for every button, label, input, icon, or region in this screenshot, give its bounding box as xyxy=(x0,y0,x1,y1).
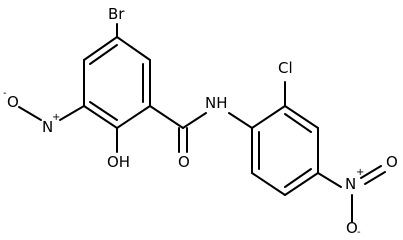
bond-a6 xyxy=(83,36,118,61)
atom-labels: Br O - N + OH O NH Cl N + O - O xyxy=(3,5,398,237)
bond-b2 xyxy=(284,105,319,129)
atom-oh: OH xyxy=(107,153,130,171)
atom-o-right-top: O xyxy=(386,153,398,171)
atom-cl: Cl xyxy=(278,59,293,77)
bond-b2-inner xyxy=(284,113,312,133)
atom-nh: NH xyxy=(205,94,228,112)
atom-n-right: N xyxy=(345,175,356,193)
charge-n-right: + xyxy=(356,167,364,178)
bond-a4 xyxy=(83,105,118,129)
atom-n-left: N xyxy=(42,118,53,136)
bond-c-n-left xyxy=(59,105,85,121)
charge-n-left: + xyxy=(52,112,60,123)
bond-c-n-right xyxy=(317,172,342,188)
bond-ring-carbonyl xyxy=(149,105,184,129)
atom-br: Br xyxy=(108,5,125,23)
bond-b5 xyxy=(251,172,286,196)
bond-b4-inner xyxy=(284,168,312,188)
bond-a4-inner xyxy=(89,101,118,121)
bond-a6-inner xyxy=(89,44,118,65)
bond-a3 xyxy=(116,105,151,129)
atom-o-minus-right: O xyxy=(346,219,358,237)
bond-n-o-right-top-a xyxy=(360,165,382,179)
charge-o-minus-right: - xyxy=(357,227,361,237)
bond-n-o-left-single xyxy=(18,106,42,121)
bond-b1 xyxy=(251,105,286,129)
bonds xyxy=(18,23,386,223)
bond-n-o-right-top-b xyxy=(364,171,386,185)
bond-a1 xyxy=(116,36,151,61)
bond-c-nh xyxy=(182,112,207,129)
bond-b4 xyxy=(284,172,319,196)
bond-nh-ring xyxy=(228,112,253,129)
atom-o-amide: O xyxy=(178,153,190,171)
charge-o-minus-left: - xyxy=(3,88,7,99)
atom-o-minus-left: O xyxy=(7,93,19,111)
